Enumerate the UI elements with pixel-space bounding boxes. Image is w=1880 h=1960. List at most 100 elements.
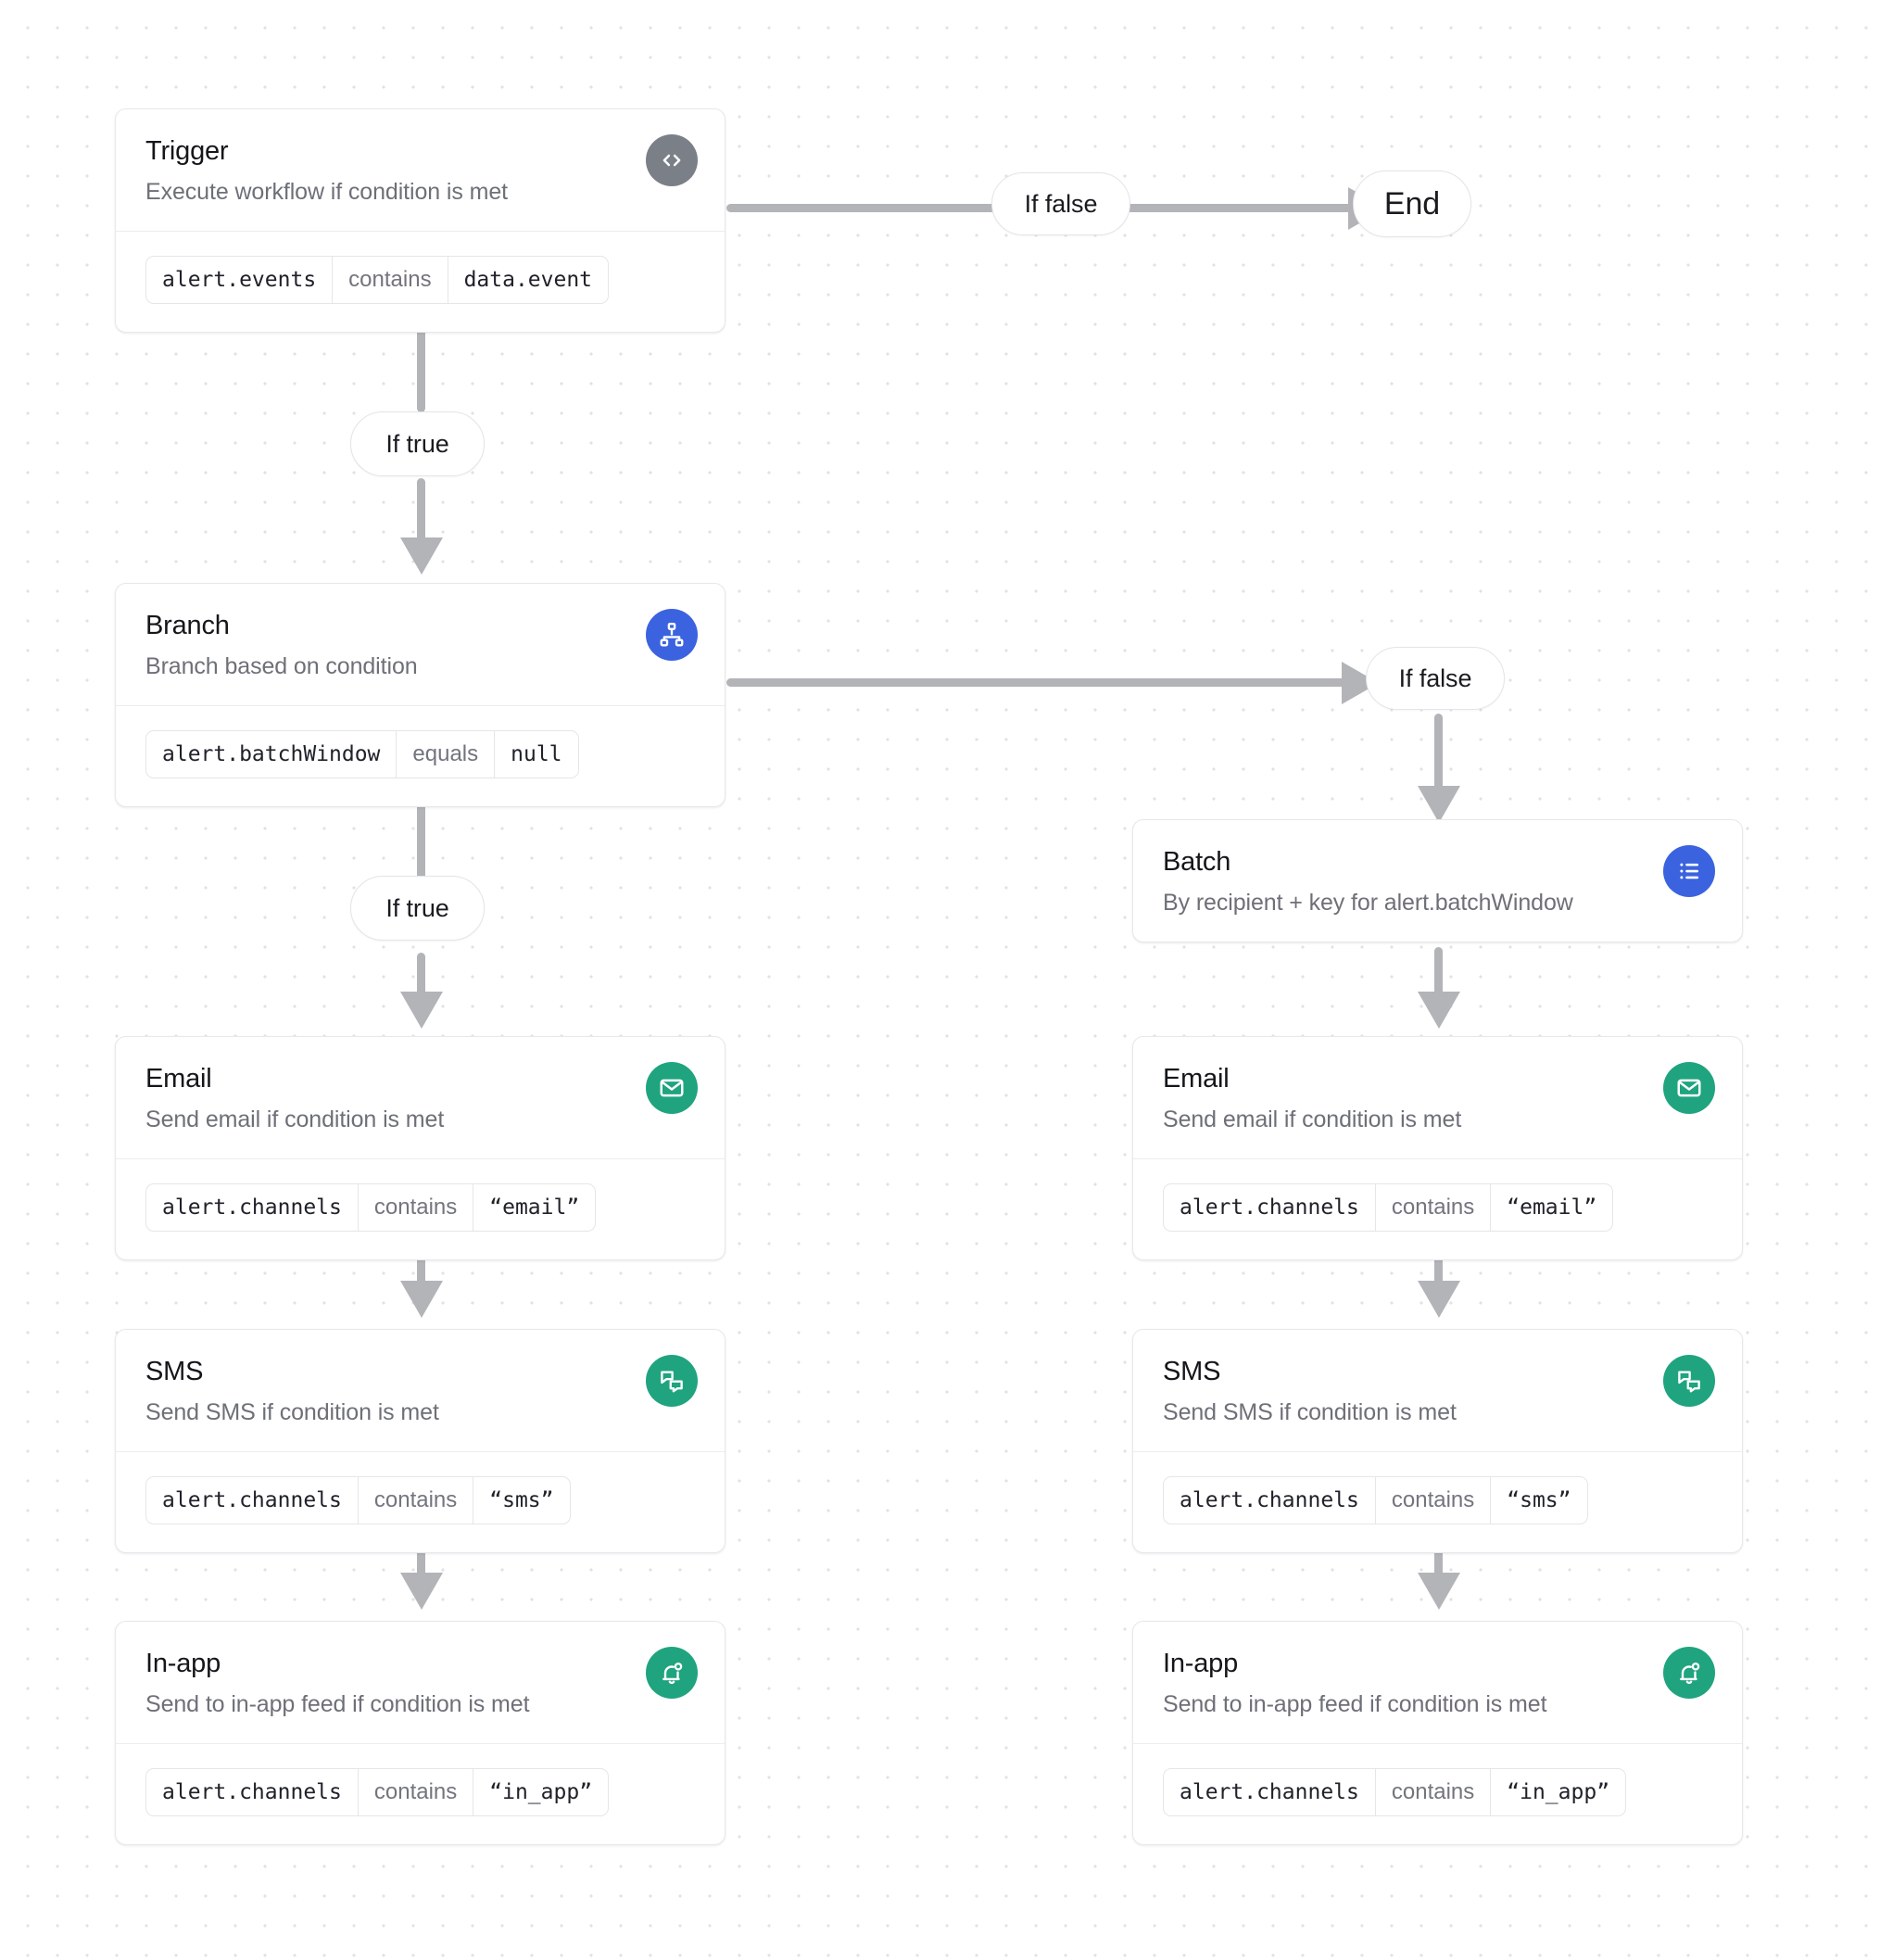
condition-value: data.event: [447, 257, 608, 304]
node-batch-subtitle: By recipient + key for alert.batchWindow: [1163, 889, 1573, 916]
edge-sms-to-inapp-left-arrow: [400, 1573, 443, 1610]
node-email-right-title: Email: [1163, 1064, 1230, 1094]
hierarchy-icon: [646, 609, 698, 661]
node-inapp-right[interactable]: In-app Send to in-app feed if condition …: [1132, 1621, 1743, 1846]
condition-operator: contains: [1374, 1184, 1490, 1232]
envelope-icon: [646, 1062, 698, 1114]
node-inapp-right-body: alert.channels contains “in_app”: [1133, 1743, 1742, 1844]
node-email-right-header: Email Send email if condition is met: [1133, 1037, 1742, 1158]
list-icon: [1663, 845, 1715, 897]
node-email-left-subtitle: Send email if condition is met: [145, 1106, 445, 1132]
edge-label-branch-if-false[interactable]: If false: [1366, 647, 1505, 710]
node-email-left-header: Email Send email if condition is met: [116, 1037, 725, 1158]
condition-chip[interactable]: alert.channels contains “in_app”: [1163, 1768, 1627, 1817]
node-email-right-body: alert.channels contains “email”: [1133, 1158, 1742, 1259]
node-sms-left-body: alert.channels contains “sms”: [116, 1451, 725, 1552]
edge-email-to-sms-right-arrow: [1418, 1281, 1460, 1318]
condition-field: alert.channels: [1180, 1487, 1359, 1512]
node-inapp-left-body: alert.channels contains “in_app”: [116, 1743, 725, 1844]
node-email-left-body: alert.channels contains “email”: [116, 1158, 725, 1259]
edge-if-false-to-batch-arrow: [1418, 786, 1460, 823]
node-email-right-subtitle: Send email if condition is met: [1163, 1106, 1462, 1132]
node-batch-title: Batch: [1163, 847, 1231, 877]
condition-operator: equals: [396, 731, 494, 778]
edge-sms-to-inapp-right-line: [1434, 1538, 1443, 1596]
condition-chip[interactable]: alert.channels contains “email”: [145, 1183, 597, 1233]
edge-batch-to-email-arrow: [1418, 992, 1460, 1029]
condition-field: alert.channels: [162, 1779, 342, 1804]
node-trigger-body: alert.events contains data.event: [116, 231, 725, 332]
condition-value: null: [494, 731, 577, 778]
node-sms-right[interactable]: SMS Send SMS if condition is met alert.c…: [1132, 1329, 1743, 1554]
condition-value: “email”: [473, 1184, 595, 1232]
node-inapp-left-header: In-app Send to in-app feed if condition …: [116, 1622, 725, 1743]
envelope-icon: [1663, 1062, 1715, 1114]
condition-field: alert.channels: [1180, 1195, 1359, 1220]
edge-label-trigger-if-true[interactable]: If true: [350, 411, 485, 476]
edge-sms-to-inapp-right-arrow: [1418, 1573, 1460, 1610]
edge-if-true-to-email-arrow: [400, 992, 443, 1029]
edge-label-branch-if-true[interactable]: If true: [350, 876, 485, 941]
node-email-left[interactable]: Email Send email if condition is met ale…: [115, 1036, 726, 1261]
node-trigger-subtitle: Execute workflow if condition is met: [145, 178, 509, 205]
node-sms-right-title: SMS: [1163, 1357, 1221, 1386]
edge-if-false-to-batch-line: [1434, 714, 1443, 811]
node-inapp-right-title: In-app: [1163, 1649, 1239, 1678]
edge-if-true-to-email-line: [417, 953, 425, 1018]
node-trigger-header: Trigger Execute workflow if condition is…: [116, 109, 725, 231]
condition-value: “in_app”: [1490, 1769, 1625, 1816]
chat-bubbles-icon: [646, 1355, 698, 1407]
edge-email-to-sms-left-line: [417, 1246, 425, 1304]
condition-operator: contains: [357, 1184, 473, 1232]
condition-value: “sms”: [1490, 1477, 1586, 1524]
bell-icon: [646, 1647, 698, 1699]
condition-operator: contains: [332, 257, 447, 304]
node-sms-left-header: SMS Send SMS if condition is met: [116, 1330, 725, 1451]
edge-trigger-to-if-false: [726, 204, 995, 212]
node-branch[interactable]: Branch Branch based on condition alert.b…: [115, 583, 726, 808]
edge-trigger-to-if-true: [417, 315, 425, 412]
node-trigger[interactable]: Trigger Execute workflow if condition is…: [115, 108, 726, 334]
node-sms-left-title: SMS: [145, 1357, 204, 1386]
condition-chip[interactable]: alert.channels contains “sms”: [1163, 1476, 1588, 1525]
edge-label-trigger-if-false[interactable]: If false: [991, 172, 1130, 235]
node-email-right[interactable]: Email Send email if condition is met ale…: [1132, 1036, 1743, 1261]
edge-email-to-sms-right-line: [1434, 1246, 1443, 1304]
condition-chip[interactable]: alert.channels contains “sms”: [145, 1476, 571, 1525]
node-branch-header: Branch Branch based on condition: [116, 584, 725, 705]
condition-chip[interactable]: alert.channels contains “email”: [1163, 1183, 1614, 1233]
condition-field: alert.channels: [162, 1195, 342, 1220]
node-trigger-title: Trigger: [145, 136, 229, 166]
edge-sms-to-inapp-left-line: [417, 1538, 425, 1596]
condition-value: “in_app”: [473, 1769, 608, 1816]
node-branch-title: Branch: [145, 611, 230, 640]
node-inapp-left[interactable]: In-app Send to in-app feed if condition …: [115, 1621, 726, 1846]
node-inapp-left-subtitle: Send to in-app feed if condition is met: [145, 1690, 530, 1717]
condition-field: alert.batchWindow: [162, 741, 381, 766]
node-sms-right-body: alert.channels contains “sms”: [1133, 1451, 1742, 1552]
node-sms-left-subtitle: Send SMS if condition is met: [145, 1398, 439, 1425]
node-inapp-left-title: In-app: [145, 1649, 221, 1678]
node-sms-right-subtitle: Send SMS if condition is met: [1163, 1398, 1457, 1425]
condition-chip[interactable]: alert.channels contains “in_app”: [145, 1768, 610, 1817]
condition-operator: contains: [357, 1477, 473, 1524]
condition-operator: contains: [1374, 1477, 1490, 1524]
condition-chip[interactable]: alert.batchWindow equals null: [145, 730, 579, 779]
edge-batch-to-email-line: [1434, 947, 1443, 1017]
edge-branch-to-if-false-line: [726, 678, 1347, 687]
node-branch-body: alert.batchWindow equals null: [116, 705, 725, 806]
condition-value: “sms”: [473, 1477, 569, 1524]
node-batch-header: Batch By recipient + key for alert.batch…: [1133, 820, 1742, 942]
condition-value: “email”: [1490, 1184, 1612, 1232]
node-sms-right-header: SMS Send SMS if condition is met: [1133, 1330, 1742, 1451]
node-batch[interactable]: Batch By recipient + key for alert.batch…: [1132, 819, 1743, 943]
chat-bubbles-icon: [1663, 1355, 1715, 1407]
node-end[interactable]: End: [1353, 171, 1471, 237]
edge-if-false-to-end-line: [1127, 204, 1354, 212]
condition-field: alert.events: [162, 267, 317, 292]
node-sms-left[interactable]: SMS Send SMS if condition is met alert.c…: [115, 1329, 726, 1554]
edge-branch-to-if-true: [417, 788, 425, 885]
node-email-left-title: Email: [145, 1064, 212, 1094]
condition-chip[interactable]: alert.events contains data.event: [145, 256, 610, 305]
